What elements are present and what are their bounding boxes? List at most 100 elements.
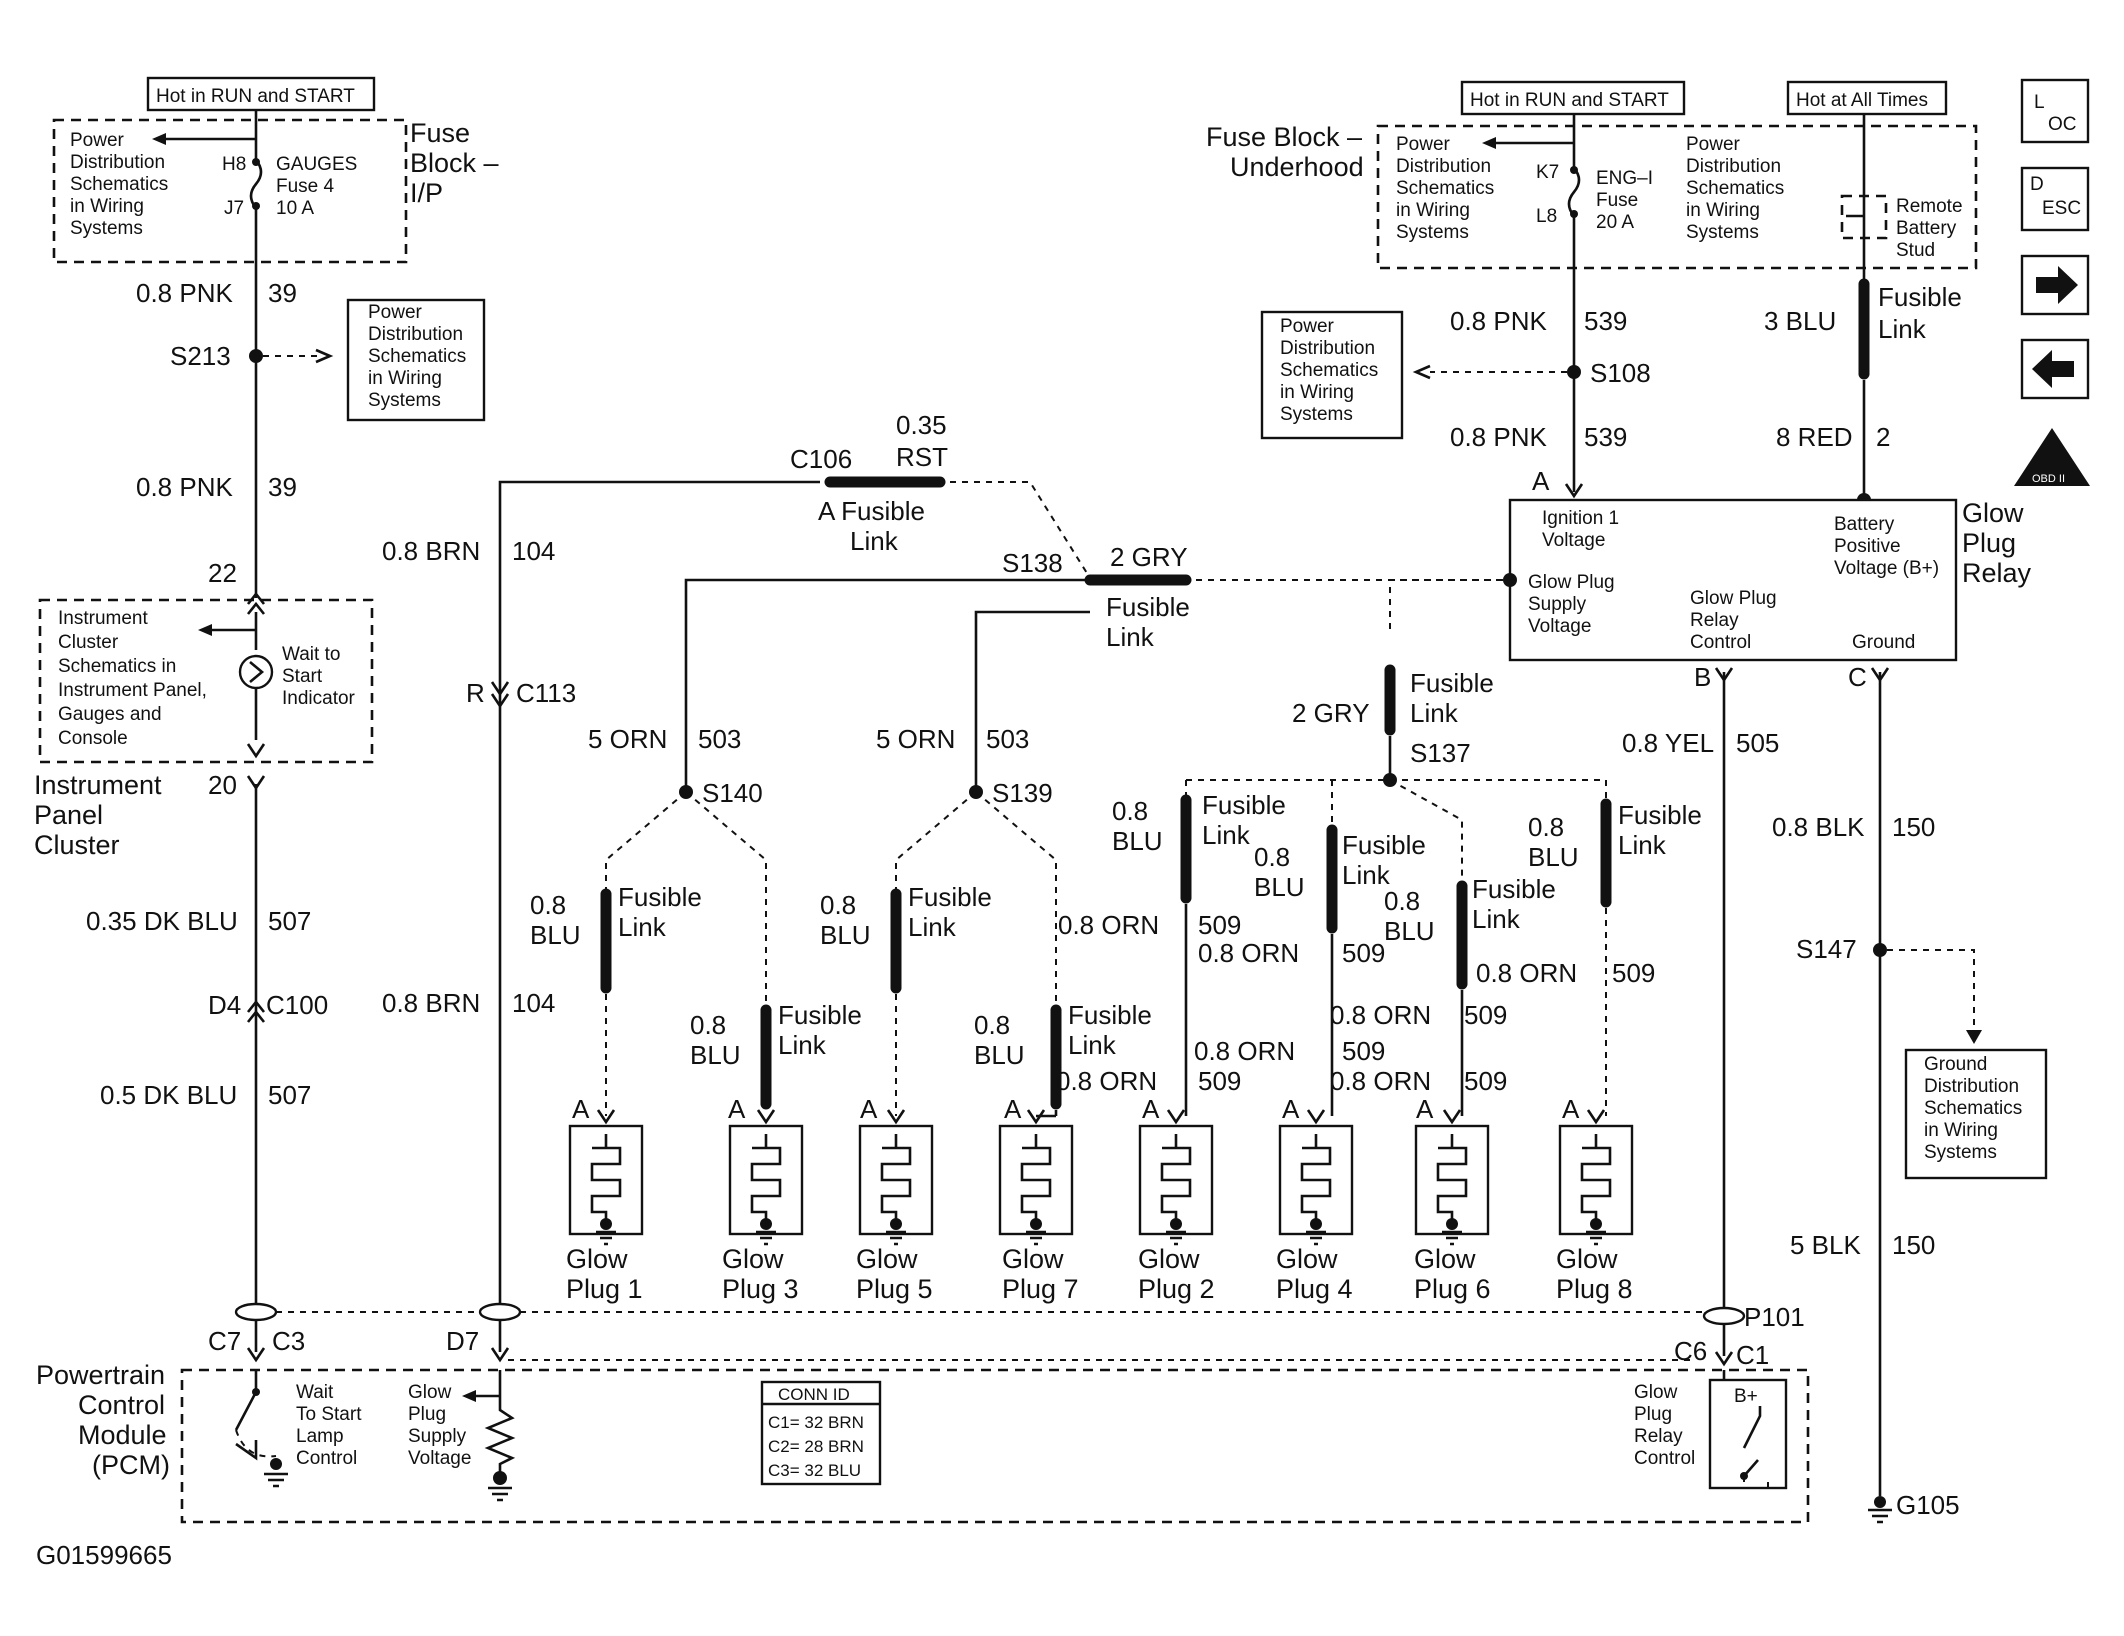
splice-label-s137: S137	[1410, 738, 1471, 768]
pd-text: Distribution	[1396, 156, 1491, 177]
hot-run-start-box	[146, 76, 376, 112]
plug-name: Glow	[1002, 1244, 1064, 1274]
glow-plug-7[interactable]: A Glow Plug 7	[998, 1094, 1079, 1304]
obd-triangle-icon	[2014, 428, 2090, 486]
glow-plug-2[interactable]: A Glow Plug 2	[1138, 1094, 1215, 1304]
pd-text: Schematics	[1686, 178, 1784, 199]
wire-label: 0.8 ORN	[1330, 1066, 1431, 1096]
pd-text: Systems	[1686, 222, 1759, 243]
fusible-link-text: Link	[1618, 830, 1667, 860]
pd-text: Schematics	[70, 174, 168, 195]
ref-text: Schematics	[1924, 1098, 2022, 1119]
plug-pin: A	[572, 1094, 590, 1124]
left-circuit: 0.8 PNK 39 S213 Power Distribution Schem…	[34, 262, 486, 1305]
right-circuit: 0.8 PNK 539 S108 Power Distribution Sche…	[1185, 268, 2048, 1524]
pd-text: Power	[1396, 134, 1451, 155]
stud-text: Battery	[1896, 218, 1957, 239]
plug-name: Glow	[1138, 1244, 1200, 1274]
pcm-text: Glow	[408, 1382, 452, 1403]
relay-name: Plug	[1962, 528, 2016, 558]
plug-name: Plug 3	[722, 1274, 799, 1304]
ref-text: Distribution	[1924, 1076, 2019, 1097]
circuit-number: 104	[512, 536, 555, 566]
splice-s213	[249, 349, 263, 363]
glow-plug-5[interactable]: A Glow Plug 5	[856, 1094, 934, 1304]
pd-text: Systems	[70, 218, 143, 239]
splice-label-s147: S147	[1796, 934, 1857, 964]
prev-arrow-button[interactable]	[2020, 338, 2090, 400]
fusible-link-text: Fusible	[778, 1000, 862, 1030]
ref-text: Systems	[368, 390, 441, 411]
pin-j7: J7	[224, 198, 244, 219]
ref-text: Distribution	[368, 324, 463, 345]
relay-text: Voltage	[1542, 530, 1605, 551]
loc-button[interactable]: L OC	[2020, 78, 2090, 144]
ic-text: Instrument	[58, 608, 148, 629]
connector-c1: C1	[1736, 1340, 1769, 1370]
obd-button[interactable]: OBD II	[2014, 428, 2090, 486]
wire-gauge: 0.8	[1254, 842, 1290, 872]
fuse-text: GAUGES	[276, 154, 357, 175]
pd-text: in Wiring	[70, 196, 144, 217]
pin-h8: H8	[222, 154, 246, 175]
ground-g105: G105	[1896, 1490, 1960, 1520]
pin-c7: C7	[208, 1326, 241, 1356]
wire-label: 0.8 ORN	[1056, 1066, 1157, 1096]
connector-c106: C106	[790, 444, 852, 474]
fusible-link-text: Fusible	[1878, 282, 1962, 312]
wire-label: 2 GRY	[1292, 698, 1370, 728]
circuit-number: 104	[512, 988, 555, 1018]
glow-plug-4[interactable]: A Glow Plug 4	[1276, 1094, 1354, 1304]
plug-name: Glow	[1556, 1244, 1618, 1274]
relay-text: Ignition 1	[1542, 508, 1619, 529]
arrow-left-icon	[152, 133, 166, 145]
glow-plug-8[interactable]: A Glow Plug 8	[1556, 1094, 1634, 1304]
fusible-link-text: Fusible	[1472, 874, 1556, 904]
plug-pin: A	[1142, 1094, 1160, 1124]
wire-label: 0.8 PNK	[136, 472, 233, 502]
ref-text: Distribution	[1280, 338, 1375, 359]
pin-20: 20	[208, 770, 237, 800]
desc-button[interactable]: D ESC	[2020, 166, 2090, 232]
fuse-block-ip-name-2: Block –	[410, 148, 499, 178]
fusible-link-text: Link	[1878, 314, 1927, 344]
relay-text: Glow Plug	[1690, 588, 1777, 609]
relay-text: Voltage (B+)	[1834, 558, 1939, 579]
pcm-box	[180, 1368, 1810, 1524]
wire-label: 8 RED	[1776, 422, 1853, 452]
connector-c113: C113	[516, 678, 576, 708]
instrument-cluster-box	[38, 598, 374, 764]
wire-color: BLU	[974, 1040, 1025, 1070]
circuit-number: 539	[1584, 422, 1627, 452]
conn-id-row: C3= 32 BLU	[768, 1461, 861, 1480]
wire-label: 0.8 ORN	[1198, 938, 1299, 968]
power-dist-ref-box	[1260, 310, 1404, 440]
circuit-number: 39	[268, 472, 297, 502]
fuse-block-underhood: Hot in RUN and START Hot at All Times Fu…	[1206, 80, 1978, 270]
next-arrow-button[interactable]	[2020, 254, 2090, 316]
fuse-block-uh-name: Fuse Block –	[1206, 122, 1362, 152]
pcm-name: Control	[78, 1390, 165, 1420]
pin-r: R	[466, 678, 485, 708]
fuse-symbol-icon	[249, 159, 263, 262]
fusible-link-text: Fusible	[1342, 830, 1426, 860]
wire-label: 0.8 ORN	[1330, 1000, 1431, 1030]
ipc-name: Panel	[34, 800, 103, 830]
plug-pin: A	[1562, 1094, 1580, 1124]
relay-text: Positive	[1834, 536, 1901, 557]
connector-p101: P101	[1744, 1302, 1805, 1332]
middle-circuit: C106 0.35 RST A Fusible Link S138 2 GRY …	[588, 410, 1500, 1010]
pcm-text: Lamp	[296, 1426, 344, 1447]
circuit-number: 509	[1464, 1000, 1507, 1030]
glow-plug-3[interactable]: A Glow Plug 3	[722, 1094, 804, 1304]
fusible-link-text: Fusible	[1202, 790, 1286, 820]
glow-plug-6[interactable]: A Glow Plug 6	[1414, 1094, 1491, 1304]
plug-name: Plug 5	[856, 1274, 933, 1304]
wire-color: BLU	[690, 1040, 741, 1070]
ref-text: Schematics	[1280, 360, 1378, 381]
fusible-link-text: Fusible	[908, 882, 992, 912]
glow-plug-1[interactable]: A Glow Plug 1	[566, 1094, 644, 1304]
pin-c: C	[1848, 662, 1867, 692]
circuit-number: 509	[1342, 938, 1385, 968]
pd-text: Distribution	[1686, 156, 1781, 177]
